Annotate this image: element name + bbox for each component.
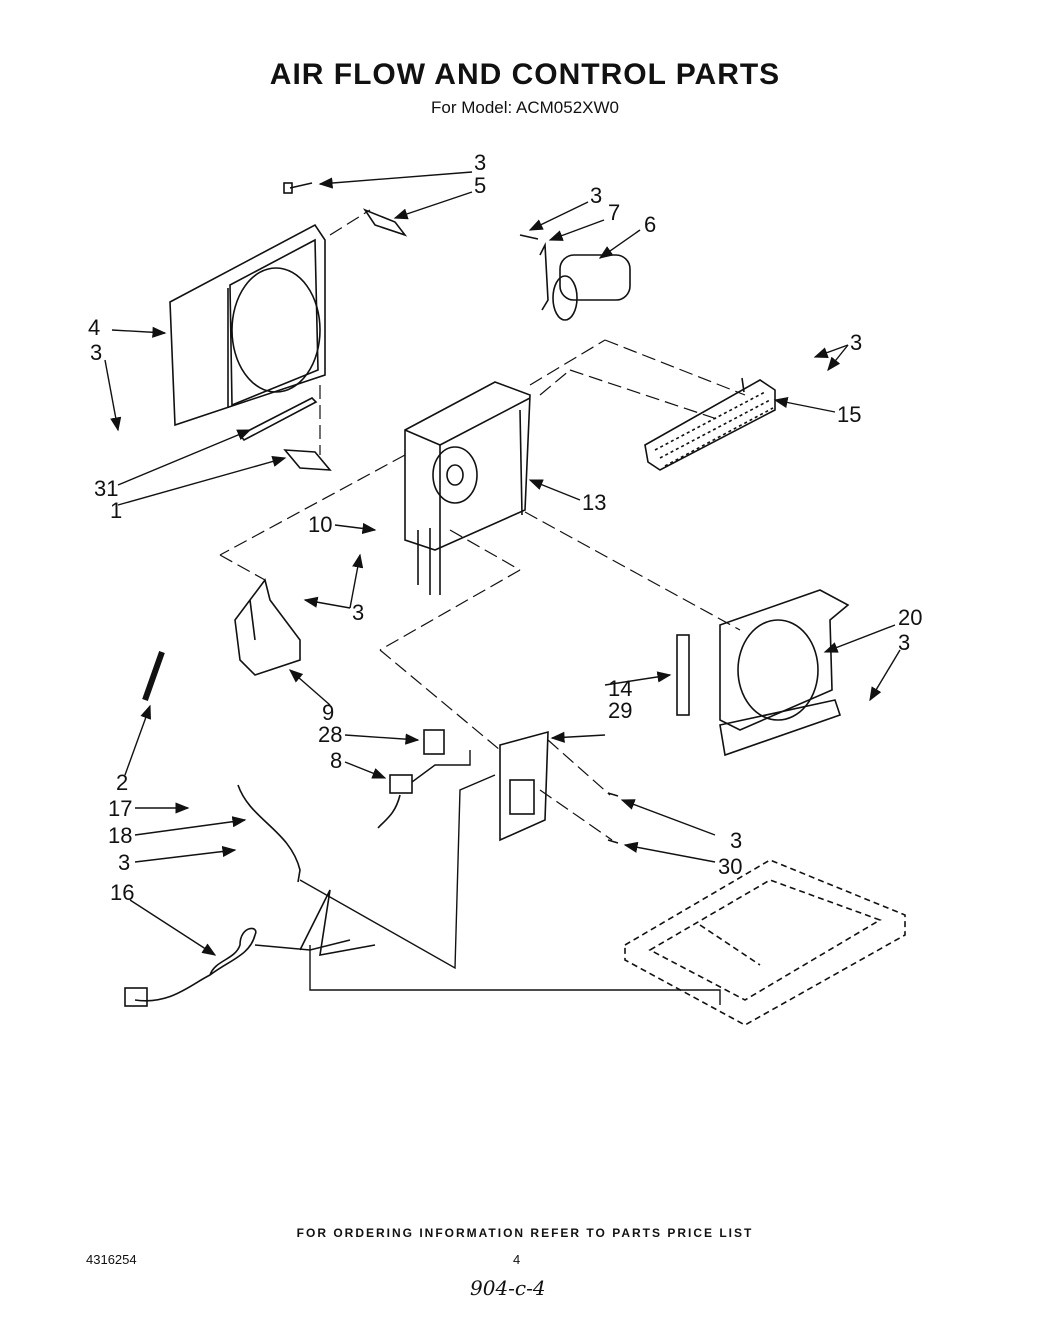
screw-top	[283, 182, 313, 194]
callout-17: 17	[108, 796, 132, 821]
model-subtitle: For Model: ACM052XW0	[430, 98, 619, 117]
fan-orifice-right-20	[719, 589, 850, 757]
callout-13: 13	[582, 490, 606, 515]
switch-28	[423, 729, 445, 755]
fan-shroud-13	[404, 381, 531, 595]
strip-31	[238, 397, 318, 442]
callout-20: 20	[898, 605, 922, 630]
thermostat-8	[377, 774, 413, 829]
assembly-lines	[219, 209, 746, 841]
callout-arrows	[104, 171, 901, 956]
callout-14: 14	[608, 676, 632, 701]
callout-2: 2	[116, 770, 128, 795]
callout-6: 6	[644, 212, 656, 237]
drain-hose-2	[142, 650, 165, 702]
wiring-lines	[299, 750, 721, 1005]
page-title: AIR FLOW AND CONTROL PARTS	[269, 58, 781, 91]
callout-8: 8	[330, 748, 342, 773]
power-cord-16	[124, 889, 376, 1007]
base-pan	[624, 859, 906, 1026]
motor-mount-9	[234, 578, 301, 676]
callout-1: 1	[110, 498, 122, 523]
fan-orifice-left	[169, 223, 326, 427]
evaporator-15	[644, 377, 776, 471]
callout-10: 10	[308, 512, 332, 537]
handwritten-note: 904-c-4	[470, 1276, 546, 1300]
callout-3-mount: 3	[352, 600, 364, 625]
callout-3-top: 3	[474, 150, 486, 175]
callout-28: 28	[318, 722, 342, 747]
callout-29: 29	[608, 698, 632, 723]
callout-7: 7	[608, 200, 620, 225]
block-1	[283, 449, 332, 471]
callout-3-capacitor: 3	[590, 183, 602, 208]
capacitor-6	[519, 234, 631, 321]
callout-5: 5	[474, 173, 486, 198]
bracket-14	[676, 634, 690, 716]
bracket-5	[362, 208, 408, 237]
callout-3-board: 3	[730, 828, 742, 853]
callout-4: 4	[88, 315, 100, 340]
callout-3-evap: 3	[850, 330, 862, 355]
control-board-29	[499, 730, 549, 842]
callout-15: 15	[837, 402, 861, 427]
ordering-note: FOR ORDERING INFORMATION REFER TO PARTS …	[296, 1226, 754, 1240]
callout-18: 18	[108, 823, 132, 848]
callout-30: 30	[718, 854, 742, 879]
callout-31: 31	[94, 476, 118, 501]
callout-9: 9	[322, 700, 334, 725]
callout-3-orifice: 3	[898, 630, 910, 655]
callout-3-left: 3	[90, 340, 102, 365]
document-number: 4316254	[86, 1252, 137, 1267]
wire-18	[237, 784, 301, 883]
page-number: 4	[513, 1252, 521, 1267]
callout-16: 16	[110, 880, 134, 905]
callout-3-lower: 3	[118, 850, 130, 875]
